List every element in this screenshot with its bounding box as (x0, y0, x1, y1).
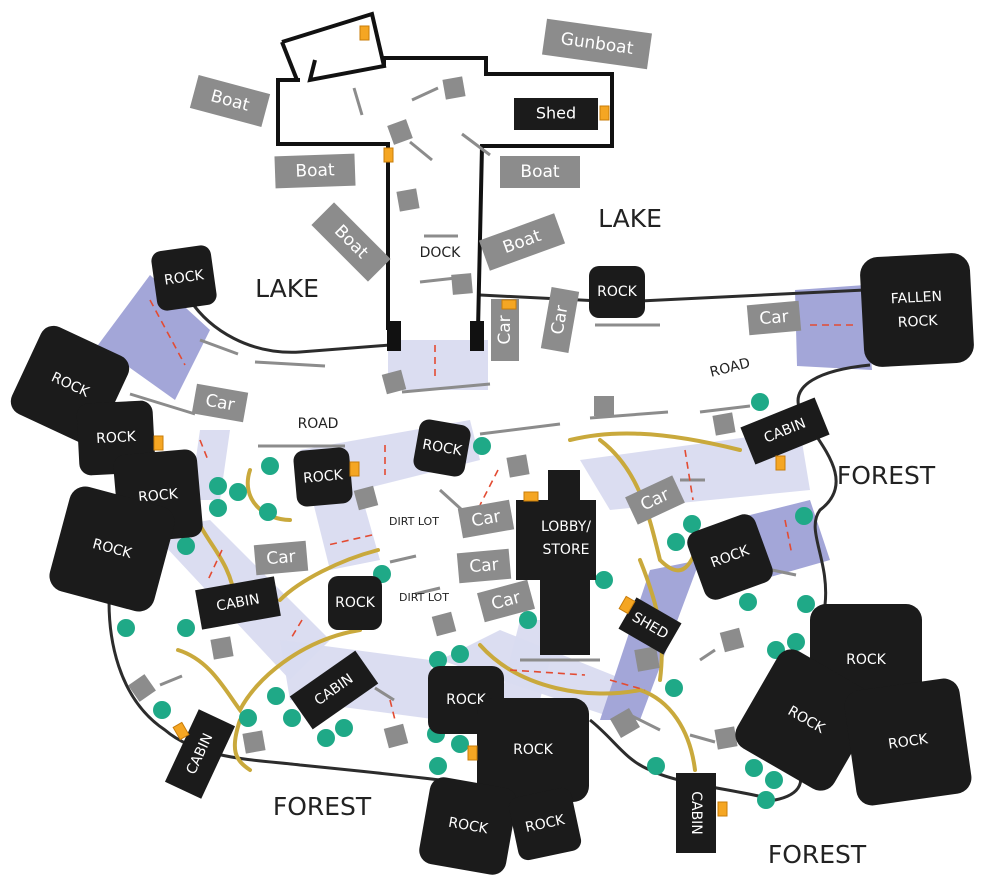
cabin-label: CABIN (215, 591, 261, 614)
crates (128, 76, 745, 754)
dock-label: DOCK (420, 245, 462, 261)
lake-left-label: LAKE (255, 274, 319, 303)
boat-4: Boat (311, 202, 391, 282)
fallen-rock-label-line1: FALLEN (890, 289, 942, 308)
boat-3: Boat (500, 156, 580, 188)
rock-center-1: ROCK (293, 447, 353, 507)
car-label: Car (495, 315, 515, 344)
car-2: Car (540, 287, 580, 353)
rotation-arrows (149, 299, 855, 721)
rock-label: ROCK (138, 486, 180, 505)
rock-label: ROCK (446, 692, 487, 708)
region-labels: LAKE LAKE FOREST FOREST FOREST DOCK ROAD… (255, 204, 936, 869)
rock-label: ROCK (303, 467, 345, 486)
dock-pillar-left (387, 321, 401, 351)
car-9: Car (477, 579, 535, 623)
shed-label: Shed (536, 104, 576, 123)
boat-5: Boat (478, 213, 566, 271)
dock-pillar-right (470, 321, 484, 351)
fallen-rock-label-line2: ROCK (897, 313, 938, 331)
rocks: ROCK ROCK ROCK ROCK ROCK ROCK ROCK ROCK (10, 245, 974, 875)
rock-label: ROCK (513, 742, 554, 758)
car-6: Car (625, 475, 685, 525)
rock-label: ROCK (447, 815, 490, 838)
cabin-3: CABIN (289, 650, 379, 730)
rock-label: ROCK (887, 731, 929, 752)
rock-label: ROCK (163, 267, 205, 288)
cabin-2: CABIN (195, 576, 281, 630)
car-4: Car (191, 383, 249, 423)
dirt-lot-label: DIRT LOT (399, 591, 449, 604)
rock-south-3: ROCK (419, 777, 517, 875)
rock-label: ROCK (335, 595, 376, 611)
vehicles: Gunboat Boat Boat Boat Boat Boat Car Ca (189, 18, 802, 623)
gunboat: Gunboat (542, 18, 652, 70)
car-label: Car (469, 555, 500, 577)
road-dividers (129, 86, 797, 744)
car-label: Car (759, 307, 790, 329)
cabin-5: CABIN (676, 773, 716, 853)
rock-south-2: ROCK (477, 698, 589, 802)
doors (153, 25, 786, 817)
car-7: Car (253, 540, 309, 576)
dirt-lot-label: DIRT LOT (389, 515, 439, 528)
trees (117, 393, 815, 809)
shed-dock: Shed (514, 98, 598, 130)
dock-building (276, 11, 614, 351)
lobby-label-line2: STORE (542, 542, 589, 558)
rock-label: ROCK (846, 652, 887, 668)
boat-2: Boat (274, 153, 356, 189)
rock-west-4: ROCK (49, 486, 175, 612)
shed-mid: SHED (618, 597, 682, 655)
car-1: Car (491, 299, 519, 361)
boat-1: Boat (189, 75, 271, 127)
rock-east-1: ROCK (687, 514, 773, 600)
rock-label: ROCK (421, 437, 464, 460)
rock-south-4: ROCK (508, 787, 582, 861)
car-8: Car (456, 548, 512, 584)
rock-center-3: ROCK (328, 576, 382, 630)
road-left-label: ROAD (298, 416, 339, 432)
cabin-4: CABIN (164, 709, 236, 799)
lobby-label-line1: LOBBY/ (541, 519, 591, 535)
rock-lake-left: ROCK (151, 245, 217, 311)
boat-label: Boat (520, 162, 559, 182)
lobby-store: LOBBY/ STORE (516, 470, 596, 655)
cabin-label: CABIN (688, 791, 704, 835)
road-right-label: ROAD (708, 355, 752, 380)
buildings: Shed LOBBY/ STORE SHED CABIN CABIN CABIN… (164, 98, 830, 853)
boat-label: Boat (295, 160, 335, 181)
rock-center-2: ROCK (413, 419, 471, 477)
forest-bottom-right-label: FOREST (768, 840, 867, 869)
car-label: Car (266, 547, 297, 569)
car-3: Car (746, 300, 802, 336)
forest-right-label: FOREST (837, 461, 936, 490)
cabin-1: CABIN (740, 397, 830, 465)
rock-lake-mid: ROCK (589, 266, 645, 318)
rock-label: ROCK (597, 284, 638, 300)
forest-bottom-left-label: FOREST (273, 792, 372, 821)
fallen-rock: FALLEN ROCK (860, 253, 974, 367)
rock-southeast-2: ROCK (735, 649, 877, 791)
rock-label: ROCK (96, 429, 137, 447)
car-5: Car (457, 499, 515, 539)
rock-southeast-3: ROCK (844, 678, 972, 806)
lake-right-label: LAKE (598, 204, 662, 233)
